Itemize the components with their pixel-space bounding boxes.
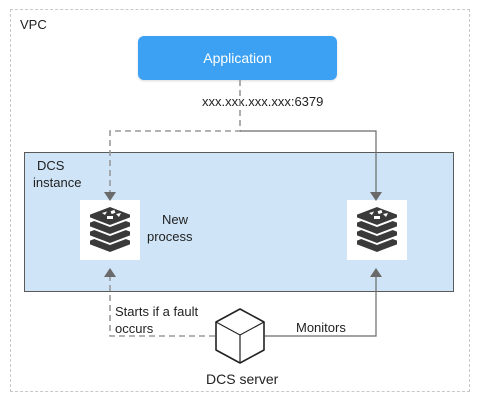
arrow-head-monitors bbox=[370, 268, 382, 277]
arrow-head-fault-start bbox=[104, 268, 116, 277]
dashed-connector-server-to-new-process bbox=[109, 276, 215, 337]
solid-connector-app-to-instance bbox=[240, 130, 377, 193]
dcs-server-label: DCS server bbox=[206, 371, 279, 387]
arrow-head-instance bbox=[370, 192, 382, 201]
fault-start-label-line2: occurs bbox=[115, 321, 154, 336]
dcs-server-icon bbox=[215, 308, 265, 364]
application-label: Application bbox=[203, 50, 272, 66]
new-process-label-line2: process bbox=[147, 229, 193, 244]
vpc-boundary bbox=[10, 9, 470, 392]
dcs-instance-label-line2: instance bbox=[33, 175, 82, 190]
redis-tile-left bbox=[80, 200, 140, 260]
application-node: Application bbox=[138, 36, 337, 80]
solid-connector-server-monitors bbox=[265, 276, 377, 337]
fault-start-label-line1: Starts if a fault bbox=[115, 304, 199, 319]
vpc-label: VPC bbox=[20, 17, 47, 32]
arrow-head-new-process bbox=[104, 192, 116, 201]
dcs-instance-label-line1: DCS bbox=[37, 158, 65, 173]
dashed-connector-app-to-new-process bbox=[109, 80, 241, 193]
redis-tile-right bbox=[347, 200, 407, 260]
connection-address: xxx.xxx.xxx.xxx:6379 bbox=[202, 94, 324, 109]
redis-icon bbox=[355, 205, 399, 254]
new-process-label-line1: New bbox=[162, 212, 189, 227]
redis-icon bbox=[88, 205, 132, 254]
monitors-label: Monitors bbox=[296, 320, 346, 335]
